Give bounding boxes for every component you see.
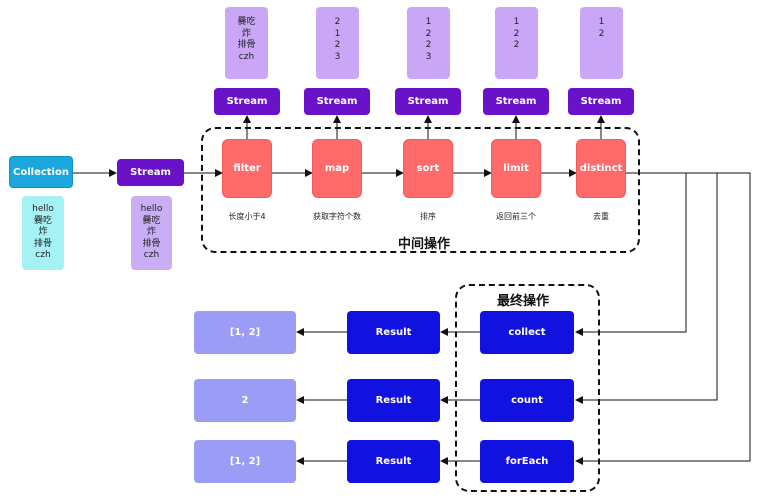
- output-item: 1: [513, 17, 520, 27]
- map-op-desc: 获取字符个数: [313, 212, 361, 221]
- distinct-op-desc: 去重: [593, 212, 609, 221]
- output-item: 1: [598, 17, 605, 27]
- count-result-node: Result: [347, 379, 440, 422]
- collect-final-value: [1, 2]: [194, 311, 296, 354]
- stream-node: Stream: [117, 159, 184, 186]
- sort-stream-node: Stream: [395, 88, 461, 115]
- terminal-ops-group: [455, 284, 600, 492]
- collect-result-node: Result: [347, 311, 440, 354]
- limit-op-node: limit: [491, 139, 541, 198]
- stream-item: czh: [143, 250, 160, 260]
- output-item: 1: [425, 17, 432, 27]
- limit-op-desc: 返回前三个: [496, 212, 536, 221]
- limit-output-data: 1 2 2: [495, 7, 538, 79]
- output-item: 炸: [241, 28, 251, 39]
- foreach-result-node: Result: [347, 440, 440, 483]
- sort-output-data: 1 2 2 3: [407, 7, 450, 79]
- foreach-op-node: forEach: [480, 440, 574, 483]
- stream-item: hello: [140, 204, 163, 214]
- count-op-node: count: [480, 379, 574, 422]
- sort-op-node: sort: [403, 139, 453, 198]
- output-item: 排骨: [237, 40, 256, 50]
- collection-item: 爨吃: [33, 215, 52, 226]
- collection-node: Collection: [9, 156, 73, 188]
- output-item: 爨吃: [237, 17, 256, 27]
- filter-output-data: 爨吃 炸 排骨 czh: [225, 7, 268, 79]
- intermediate-ops-group: [201, 127, 640, 253]
- output-item: 2: [513, 28, 520, 39]
- filter-op-node: filter: [222, 139, 272, 198]
- distinct-stream-node: Stream: [568, 88, 634, 115]
- output-item: 2: [334, 17, 341, 27]
- distinct-output-data: 1 2: [580, 7, 623, 79]
- collection-item: 炸: [38, 227, 48, 237]
- output-item: 2: [425, 40, 432, 50]
- stream-item: 排骨: [142, 238, 161, 249]
- collect-op-node: collect: [480, 311, 574, 354]
- count-final-value: 2: [194, 379, 296, 422]
- output-item: 1: [334, 28, 341, 39]
- terminal-ops-title: 最终操作: [497, 294, 550, 309]
- output-item: 2: [334, 40, 341, 50]
- output-item: czh: [238, 51, 255, 62]
- arrow-distinct-to-foreach: [575, 172, 751, 465]
- stream-item: 炸: [146, 227, 156, 237]
- foreach-final-value: [1, 2]: [194, 440, 296, 483]
- collection-data: hello 爨吃 炸 排骨 czh: [22, 196, 64, 270]
- map-stream-node: Stream: [304, 88, 370, 115]
- output-item: 3: [425, 51, 432, 62]
- map-op-node: map: [312, 139, 362, 198]
- output-item: 2: [513, 40, 520, 50]
- distinct-op-node: distinct: [576, 139, 626, 198]
- stream-item: 爨吃: [142, 215, 161, 226]
- collection-item: hello: [32, 204, 54, 214]
- collection-item: 排骨: [33, 238, 52, 249]
- stream-data: hello 爨吃 炸 排骨 czh: [131, 196, 172, 270]
- output-item: 3: [334, 51, 341, 62]
- filter-stream-node: Stream: [214, 88, 280, 115]
- map-output-data: 2 1 2 3: [316, 7, 359, 79]
- limit-stream-node: Stream: [483, 88, 549, 115]
- output-item: 2: [425, 28, 432, 39]
- sort-op-desc: 排序: [420, 212, 436, 221]
- collection-item: czh: [35, 250, 51, 260]
- intermediate-ops-title: 中间操作: [398, 237, 451, 252]
- filter-op-desc: 长度小于4: [228, 212, 266, 221]
- output-item: 2: [598, 28, 605, 39]
